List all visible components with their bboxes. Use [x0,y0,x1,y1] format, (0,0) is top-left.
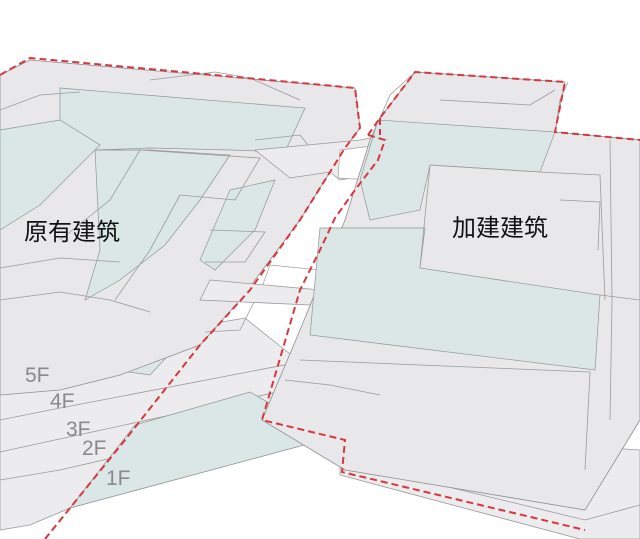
existing-corridor-east [199,179,276,271]
new-room-wall-7 [609,139,613,421]
floor-label-3f: 3F [66,418,91,441]
existing-corridor-left [0,119,101,231]
new-room-wall-8 [599,294,640,301]
existing-corridor-diagonal [84,149,231,301]
existing-room-wall-5 [205,229,266,263]
new-room-wall-1 [429,164,606,301]
existing-building-label: 原有建筑 [24,218,120,246]
new-corridor-north [359,119,556,221]
existing-room-wall-6 [149,71,301,101]
existing-room-wall-7 [0,91,81,111]
existing-room-wall-1 [59,149,141,241]
floor-label-5f: 5F [25,364,50,387]
new-room-wall-10 [559,199,601,251]
new-room-wall-6 [299,359,591,471]
existing-building-boundary [0,56,362,539]
new-building-label: 加建建筑 [452,214,548,242]
new-building-boundary-upper [367,70,640,141]
floor-label-4f: 4F [50,390,75,413]
new-building-boundary-west [260,134,586,531]
new-room-wall-9 [284,379,381,396]
new-room-wall-3 [379,71,416,119]
new-room-wall-4 [439,89,556,106]
existing-room-wall-3 [114,194,181,301]
existing-room-wall-9 [0,291,151,313]
existing-room-wall-2 [139,149,261,201]
floor-label-1f: 1F [106,467,131,490]
existing-room-wall-4 [0,257,121,269]
floor-label-2f: 2F [82,437,107,460]
new-building-stack [261,71,640,539]
new-room-wall-2 [419,164,431,269]
